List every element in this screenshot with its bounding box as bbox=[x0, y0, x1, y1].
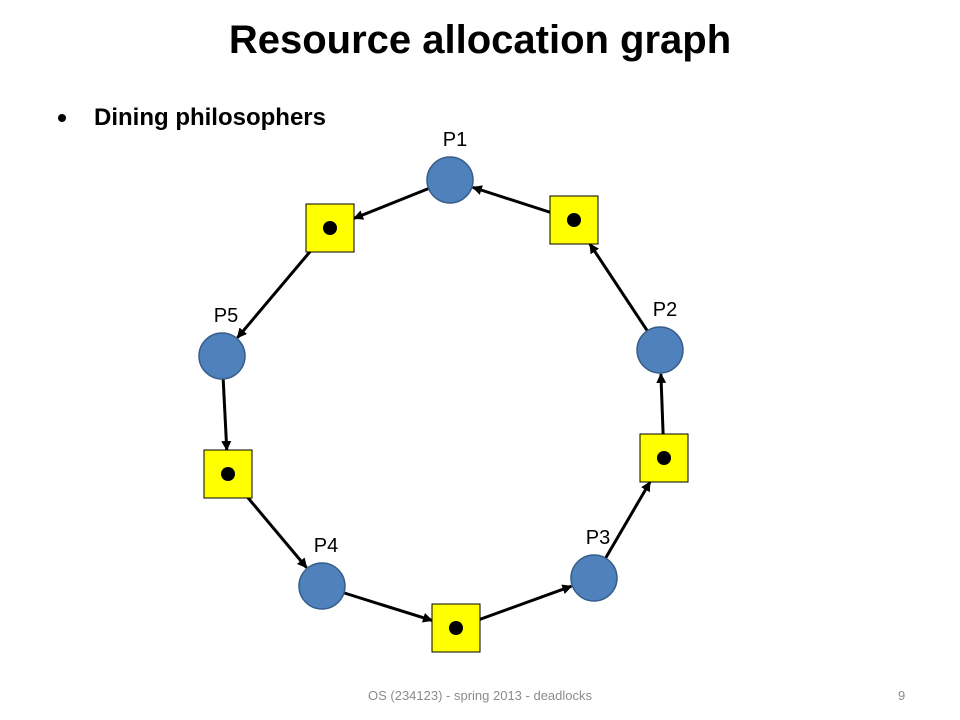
edge-P3-R2 bbox=[604, 481, 652, 559]
process-P4: P4 bbox=[298, 535, 346, 610]
process-node bbox=[426, 156, 474, 204]
edge-P1-R5 bbox=[353, 187, 430, 220]
resource-instance-dot bbox=[221, 467, 235, 481]
bullet-text: Dining philosophers bbox=[94, 104, 326, 131]
process-label: P5 bbox=[214, 305, 238, 327]
process-P3: P3 bbox=[570, 527, 618, 602]
edge-P2-R1 bbox=[588, 243, 649, 332]
resource-R4 bbox=[203, 449, 253, 499]
resource-box bbox=[639, 433, 689, 483]
resource-instance-dot bbox=[657, 451, 671, 465]
resource-R5 bbox=[305, 203, 355, 253]
resource-instance-dot bbox=[567, 213, 581, 227]
process-label: P3 bbox=[586, 527, 610, 549]
process-P2: P2 bbox=[636, 299, 684, 374]
page-number: 9 bbox=[898, 688, 906, 703]
process-P1: P1 bbox=[426, 129, 474, 204]
process-node bbox=[298, 562, 346, 610]
process-node bbox=[570, 554, 618, 602]
resource-instance-dot bbox=[449, 621, 463, 635]
slide-title: Resource allocation graph bbox=[228, 18, 732, 62]
process-label: P4 bbox=[314, 535, 338, 557]
process-label: P2 bbox=[653, 299, 677, 321]
bullet-item: Dining philosophers bbox=[58, 104, 326, 132]
edge-P5-R4 bbox=[221, 378, 232, 451]
resource-R3 bbox=[431, 603, 481, 653]
resource-R1 bbox=[549, 195, 599, 245]
process-P5: P5 bbox=[198, 305, 246, 380]
process-label: P1 bbox=[443, 129, 467, 151]
edge-P4-R3 bbox=[343, 591, 433, 623]
process-node bbox=[198, 332, 246, 380]
slide-footer: OS (234123) - spring 2013 - deadlocks bbox=[367, 688, 592, 703]
resource-instance-dot bbox=[323, 221, 337, 235]
bullet-dot-icon bbox=[58, 114, 66, 122]
resource-R2 bbox=[639, 433, 689, 483]
process-node bbox=[636, 326, 684, 374]
